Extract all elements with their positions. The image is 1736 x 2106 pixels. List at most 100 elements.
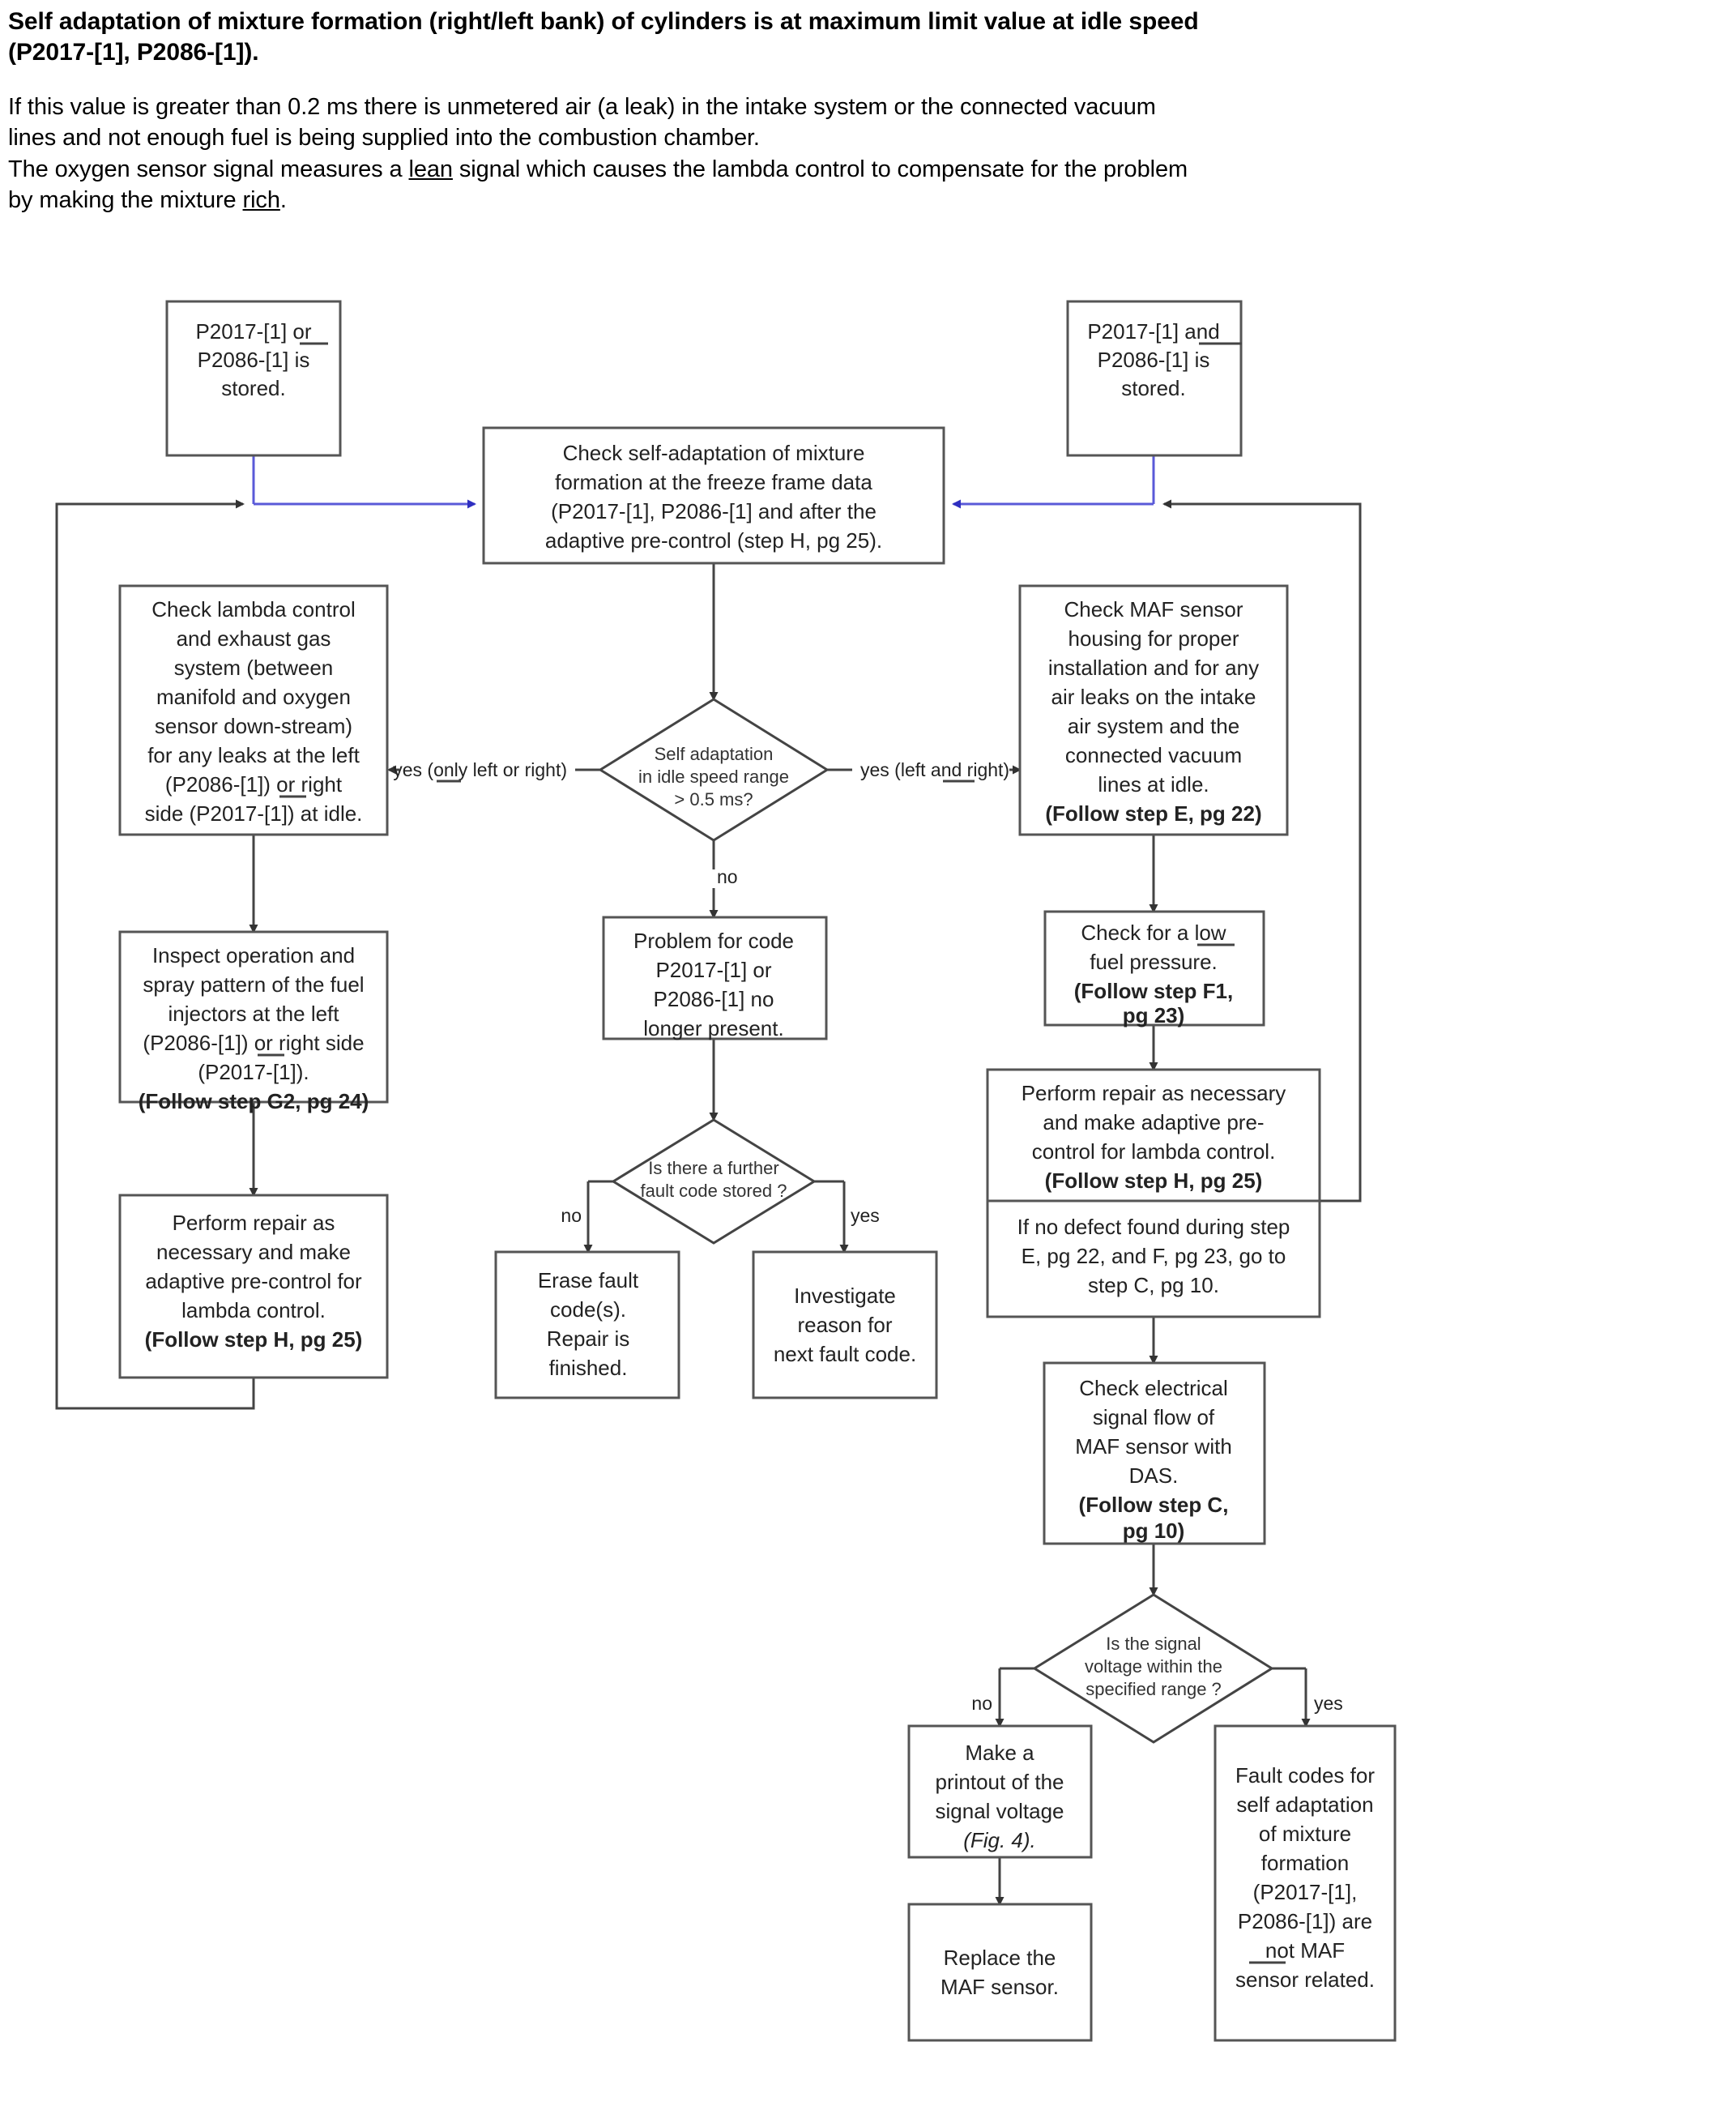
intro-p2-c: by making the mixture	[8, 187, 243, 214]
node-check-self-adaptation[interactable]: Check self-adaptation of mixture formati…	[482, 426, 945, 565]
node-check-lambda-line-1: and exhaust gas	[177, 626, 331, 651]
node-notmaf-line-7: sensor related.	[1235, 1967, 1375, 1992]
intro-p1-line1: If this value is greater than 0.2 ms the…	[8, 93, 1156, 120]
node-not-maf-related[interactable]: Fault codes for self adaptation of mixtu…	[1213, 1724, 1397, 2042]
node-inspect-injectors[interactable]: Inspect operation and spray pattern of t…	[118, 930, 389, 1113]
node-decision-idle-line-1: in idle speed range	[638, 767, 789, 787]
node-electrical-line-3: DAS.	[1129, 1463, 1179, 1488]
node-no-defect-note[interactable]: If no defect found during step E, pg 22,…	[986, 1199, 1321, 1318]
node-problem-line-2: P2086-[1] no	[654, 987, 774, 1011]
flowchart: P2017-[1] or P2086-[1] is stored. P2017-…	[0, 292, 1736, 2106]
node-start-right[interactable]: P2017-[1] and P2086-[1] is stored.	[1066, 300, 1243, 457]
node-printout-line-2: signal voltage	[936, 1799, 1064, 1823]
intro-paragraph-2: The oxygen sensor signal measures a lean…	[8, 154, 1717, 216]
node-repairleft-line-0: Perform repair as	[173, 1211, 335, 1235]
node-problem-line-3: longer present.	[643, 1016, 783, 1040]
node-printout-line-1: printout of the	[936, 1770, 1064, 1794]
node-problem-line-1: P2017-[1] or	[655, 958, 771, 982]
node-erase-line-1: code(s).	[550, 1297, 626, 1322]
edge-loopback-left	[55, 499, 255, 1410]
node-erase-codes[interactable]: Erase fault code(s). Repair is finished.	[494, 1250, 680, 1399]
node-check-maf-line-2: installation and for any	[1048, 656, 1259, 680]
node-notmaf-line-3: formation	[1261, 1851, 1349, 1875]
node-check-self-adaptation-line-3: adaptive pre-control (step H, pg 25).	[545, 528, 882, 553]
node-nodefect-line-1: E, pg 22, and F, pg 23, go to	[1022, 1244, 1286, 1268]
node-start-right-line-0: P2017-[1] and	[1087, 319, 1219, 344]
node-problem-gone[interactable]: Problem for code P2017-[1] or P2086-[1] …	[602, 916, 828, 1040]
node-printout-line-3: (Fig. 4).	[963, 1828, 1036, 1852]
node-repairleft-line-1: necessary and make	[156, 1240, 351, 1264]
node-decision-further-code[interactable]: Is there a further fault code stored ?	[611, 1118, 817, 1245]
node-start-right-line-1: P2086-[1] is	[1098, 348, 1210, 372]
node-erase-line-0: Erase fault	[538, 1268, 639, 1292]
node-perform-repair-left[interactable]: Perform repair as necessary and make ada…	[118, 1194, 389, 1379]
node-repairleft-line-3: lambda control.	[181, 1298, 326, 1322]
node-inspect-line-4: (P2017-[1]).	[198, 1060, 309, 1084]
node-decision-further-line-1: fault code stored ?	[640, 1181, 787, 1201]
node-erase-line-3: finished.	[549, 1356, 628, 1380]
node-inspect-line-5: (Follow step G2, pg 24)	[139, 1089, 369, 1113]
node-investigate-line-2: next fault code.	[774, 1342, 916, 1366]
node-check-lambda-line-5: for any leaks at the left	[147, 743, 360, 767]
node-check-fuel-pressure[interactable]: Check for a low fuel pressure. (Follow s…	[1043, 910, 1265, 1027]
node-start-left-line-2: stored.	[221, 376, 286, 400]
node-replace-maf[interactable]: Replace the MAF sensor.	[907, 1903, 1093, 2042]
node-check-self-adaptation-line-2: (P2017-[1], P2086-[1] and after the	[551, 499, 877, 523]
intro-emphasis-rich: rich	[242, 187, 280, 214]
node-start-right-line-2: stored.	[1121, 376, 1186, 400]
edge-label-idle-down: no	[717, 866, 738, 887]
node-inspect-line-0: Inspect operation and	[152, 943, 355, 968]
node-electrical-line-5: pg 10)	[1123, 1519, 1185, 1543]
node-start-left[interactable]: P2017-[1] or P2086-[1] is stored.	[165, 300, 342, 457]
node-check-lambda-line-6: (P2086-[1]) or right	[165, 772, 343, 797]
node-repairright-line-3: (Follow step H, pg 25)	[1045, 1168, 1263, 1193]
edge-label-further-yes: yes	[851, 1205, 880, 1226]
node-check-self-adaptation-line-1: formation at the freeze frame data	[555, 470, 872, 494]
node-electrical-line-2: MAF sensor with	[1075, 1434, 1232, 1459]
node-electrical-line-0: Check electrical	[1079, 1376, 1228, 1400]
edge-label-further-no: no	[561, 1205, 582, 1226]
node-check-lambda-line-2: system (between	[174, 656, 334, 680]
node-check-lambda-line-7: side (P2017-[1]) at idle.	[145, 801, 363, 826]
svg-text:P2017-[1] and: P2017-[1] and	[1087, 319, 1219, 344]
intro-p2-a: The oxygen sensor signal measures a	[8, 156, 409, 182]
node-inspect-line-1: spray pattern of the fuel	[143, 972, 364, 997]
node-notmaf-line-1: self adaptation	[1236, 1792, 1373, 1817]
node-check-lambda-line-3: manifold and oxygen	[156, 685, 351, 709]
node-notmaf-line-2: of mixture	[1259, 1822, 1351, 1846]
edge-label-idle-left: yes (only left or right)	[393, 759, 567, 780]
page-title: Self adaptation of mixture formation (ri…	[8, 6, 1717, 69]
node-investigate-next[interactable]: Investigate reason for next fault code.	[752, 1250, 938, 1399]
node-problem-line-0: Problem for code	[633, 929, 794, 953]
node-check-electrical[interactable]: Check electrical signal flow of MAF sens…	[1043, 1361, 1266, 1545]
node-make-printout[interactable]: Make a printout of the signal voltage (F…	[907, 1724, 1093, 1859]
node-check-lambda[interactable]: Check lambda control and exhaust gas sys…	[118, 584, 389, 836]
node-repairright-line-0: Perform repair as necessary	[1022, 1081, 1286, 1105]
node-check-maf[interactable]: Check MAF sensor housing for proper inst…	[1018, 584, 1289, 836]
node-check-maf-line-4: air system and the	[1068, 714, 1239, 738]
node-check-lambda-line-0: Check lambda control	[151, 597, 355, 622]
intro-paragraph-1: If this value is greater than 0.2 ms the…	[8, 92, 1717, 154]
node-notmaf-line-5: P2086-[1]) are	[1238, 1909, 1372, 1933]
node-check-lambda-line-4: sensor down-stream)	[155, 714, 352, 738]
node-decision-voltage-line-2: specified range ?	[1086, 1679, 1222, 1699]
page-title-line1: Self adaptation of mixture formation (ri…	[8, 8, 1199, 35]
node-decision-signal-voltage[interactable]: Is the signal voltage within the specifi…	[1032, 1593, 1274, 1744]
node-replace-line-0: Replace the	[944, 1946, 1056, 1970]
node-perform-repair-right[interactable]: Perform repair as necessary and make ada…	[986, 1068, 1321, 1203]
intro-text-block: Self adaptation of mixture formation (ri…	[8, 6, 1717, 216]
node-decision-idle-speed[interactable]: Self adaptation in idle speed range > 0.…	[598, 698, 830, 842]
node-fuel-line-0: Check for a low	[1081, 921, 1226, 945]
node-start-left-line-0: P2017-[1] or	[195, 319, 311, 344]
node-fuel-line-1: fuel pressure.	[1090, 950, 1218, 974]
node-decision-idle-line-2: > 0.5 ms?	[674, 789, 753, 810]
node-fuel-line-3: pg 23)	[1123, 1003, 1185, 1027]
node-check-maf-line-7: (Follow step E, pg 22)	[1045, 801, 1261, 826]
node-decision-voltage-line-1: voltage within the	[1085, 1656, 1222, 1677]
svg-text:P2017-[1] or: P2017-[1] or	[195, 319, 311, 344]
node-inspect-line-3: (P2086-[1]) or right side	[143, 1031, 364, 1055]
node-nodefect-line-2: step C, pg 10.	[1088, 1273, 1219, 1297]
node-check-maf-line-0: Check MAF sensor	[1064, 597, 1243, 622]
page-title-line2: (P2017-[1], P2086-[1]).	[8, 39, 259, 66]
node-inspect-line-2: injectors at the left	[168, 1002, 340, 1026]
